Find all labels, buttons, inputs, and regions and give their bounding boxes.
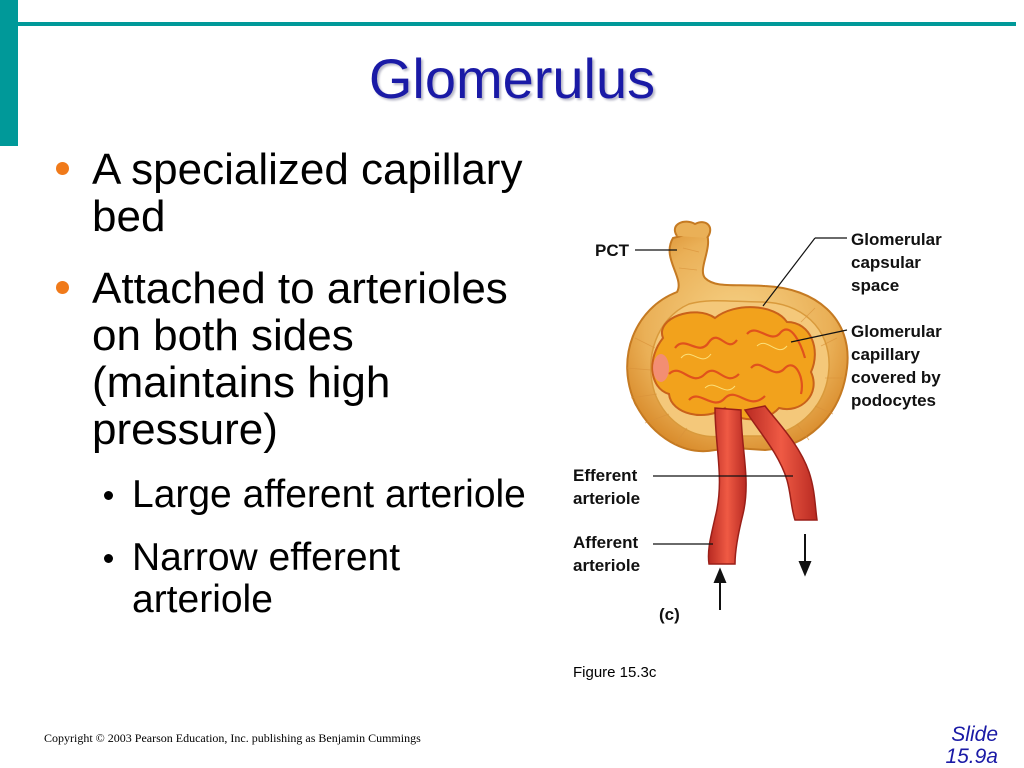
capillary-tuft (651, 306, 816, 421)
accent-bar (0, 0, 18, 146)
bullet-text: A specialized capillary bed (92, 145, 523, 241)
sub-bullet-item: Narrow efferent arteriole (92, 537, 528, 621)
sub-bullet-item: Large afferent arteriole (92, 474, 528, 516)
glomerulus-figure: PCT Glomerular capsular space Glomerular… (573, 220, 946, 624)
bullet-dot-icon (56, 281, 69, 294)
sub-bullet-dot-icon (104, 554, 113, 563)
slide-number: Slide 15.9a (945, 723, 998, 768)
afferent-arteriole (707, 407, 747, 565)
pct-label: PCT (595, 241, 630, 260)
capsular-space-label: Glomerular capsular space (851, 230, 946, 295)
figure-caption: Figure 15.3c (573, 664, 657, 681)
slide-title: Glomerulus (368, 47, 656, 110)
bullet-list: A specialized capillary bed Attached to … (48, 146, 528, 646)
capillary-label: Glomerular capillary covered by podocyte… (851, 322, 946, 410)
afferent-label: Afferent arteriole (573, 533, 643, 575)
title-rule (18, 22, 1016, 26)
sub-bullet-list: Large afferent arteriole Narrow efferent… (92, 474, 528, 621)
bullet-text: Attached to arterioles on both sides (ma… (92, 264, 508, 454)
efferent-label: Efferent arteriole (573, 466, 642, 508)
capsular-space-leader-diag (762, 237, 816, 307)
sub-bullet-text: Large afferent arteriole (132, 473, 526, 516)
pct-tubule (674, 220, 712, 239)
panel-label: (c) (659, 605, 680, 624)
bullet-item: Attached to arterioles on both sides (ma… (48, 265, 528, 621)
copyright-notice: Copyright © 2003 Pearson Education, Inc.… (44, 731, 421, 745)
sub-bullet-text: Narrow efferent arteriole (132, 536, 401, 621)
bullet-dot-icon (56, 162, 69, 175)
flow-arrows (713, 534, 812, 610)
bullet-item: A specialized capillary bed (48, 146, 528, 240)
sub-bullet-dot-icon (104, 491, 113, 500)
efferent-arteriole (743, 405, 818, 521)
capillary-leader (790, 329, 848, 343)
